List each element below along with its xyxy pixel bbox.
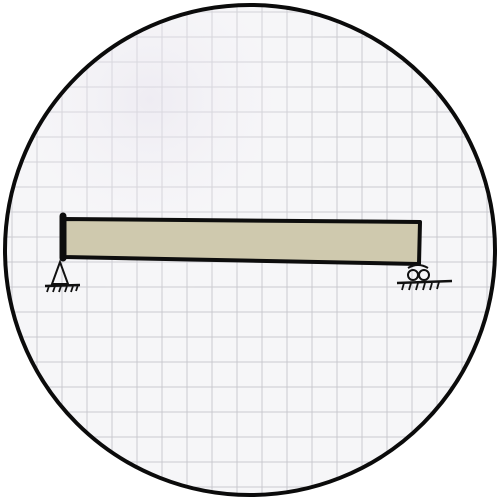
beam: [59, 212, 422, 266]
roller-support-right: [396, 264, 453, 291]
pin-support-ground-line: [44, 283, 81, 288]
circular-frame-border: [3, 3, 497, 497]
roller-cap: [407, 264, 429, 269]
roller-wheel-2: [418, 269, 430, 281]
pin-support-hatching: [46, 284, 79, 293]
pin-support-left: [44, 259, 81, 293]
roller-support-ground-line: [396, 279, 453, 285]
pin-support-triangle: [50, 259, 70, 285]
roller-support-hatching: [401, 281, 440, 291]
beam-body: [61, 217, 422, 266]
